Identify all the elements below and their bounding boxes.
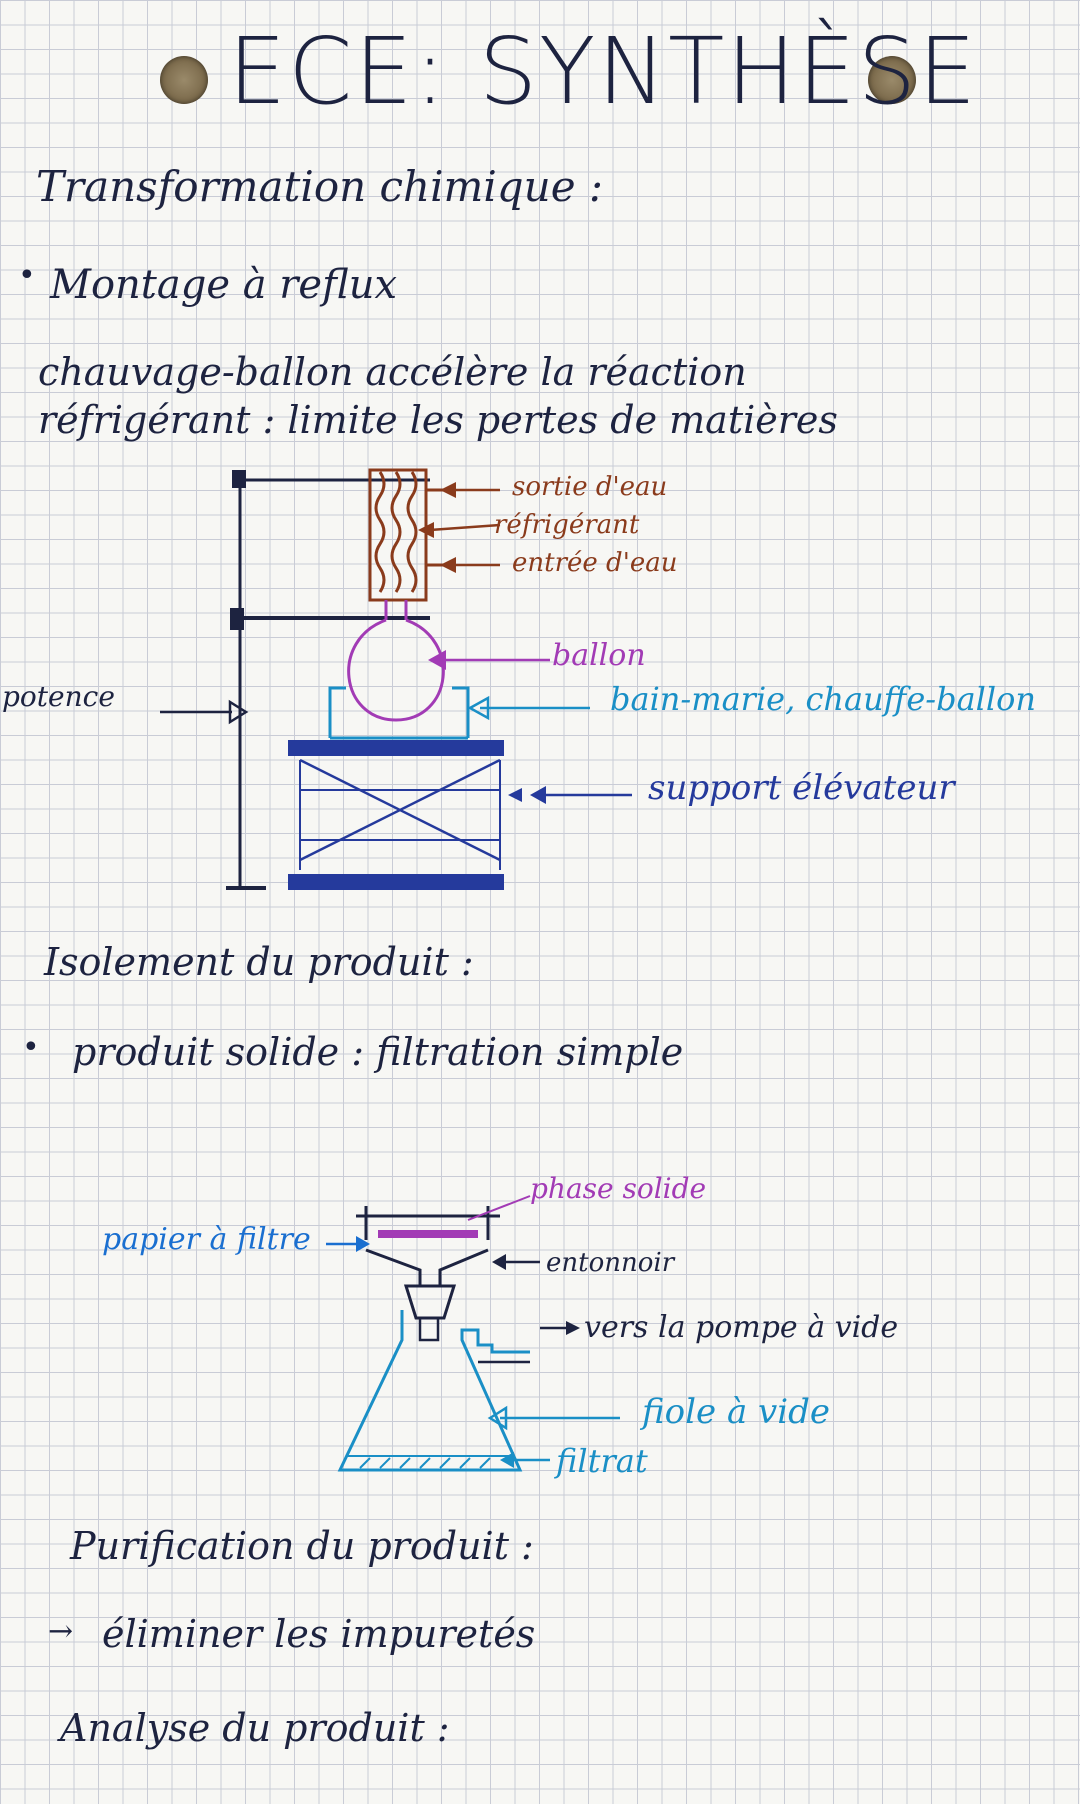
label-phase-solide: phase solide	[530, 1172, 707, 1205]
label-ballon: ballon	[552, 638, 646, 673]
label-potence: potence	[2, 680, 115, 713]
label-entree-eau: entrée d'eau	[512, 548, 678, 578]
bullet-montage: Montage à reflux	[50, 262, 398, 308]
bullet-dot: •	[18, 258, 36, 293]
label-bain-marie: bain-marie, chauffe-ballon	[610, 680, 1036, 718]
text-refrigerant: réfrigérant : limite les pertes de matiè…	[38, 398, 838, 442]
text-eliminer: éliminer les impuretés	[102, 1612, 536, 1656]
heading-transformation: Transformation chimique :	[36, 162, 604, 211]
label-pompe-vide: vers la pompe à vide	[584, 1310, 899, 1345]
label-papier-filtre: papier à filtre	[102, 1222, 311, 1257]
bullet-dot-2: •	[22, 1030, 40, 1065]
page-title: ECE: SYNTHÈSE	[228, 18, 979, 125]
arrow-glyph: →	[48, 1614, 74, 1649]
text-chauvage: chauvage-ballon accélère la réaction	[38, 350, 747, 394]
label-support-elevateur: support élévateur	[648, 768, 955, 808]
reflux-diagram	[160, 468, 632, 890]
punch-hole-left	[160, 56, 208, 104]
label-refrigerant: réfrigérant	[494, 510, 640, 540]
label-sortie-eau: sortie d'eau	[512, 472, 668, 502]
heading-analyse: Analyse du produit :	[60, 1706, 450, 1750]
label-entonnoir: entonnoir	[546, 1248, 675, 1278]
bullet-produit-solide: produit solide : filtration simple	[72, 1030, 684, 1074]
label-fiole-vide: fiole à vide	[642, 1392, 830, 1432]
punch-hole-right	[868, 56, 916, 104]
heading-purification: Purification du produit :	[70, 1524, 534, 1568]
label-filtrat: filtrat	[556, 1442, 648, 1480]
heading-isolement: Isolement du produit :	[44, 940, 474, 984]
